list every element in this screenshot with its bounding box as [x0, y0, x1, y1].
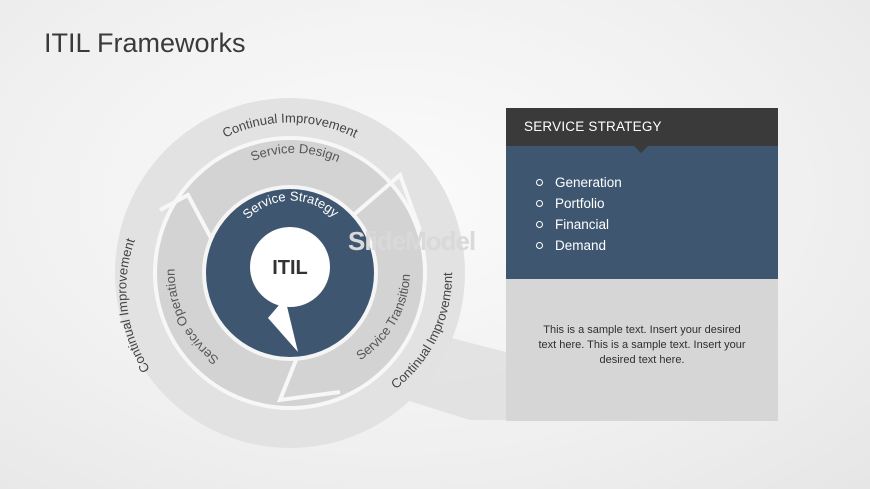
arrow-divider-top-right	[348, 171, 422, 231]
list-item-text: Generation	[555, 175, 622, 190]
arrow-divider-left	[159, 192, 214, 241]
panel-header-title: SERVICE STRATEGY	[524, 119, 662, 134]
list-item: Portfolio	[506, 193, 778, 214]
center-label: ITIL	[272, 257, 308, 279]
list-item: Demand	[506, 235, 778, 256]
watermark-logo: SlideModel	[348, 226, 476, 256]
panel-bullet-list: Generation Portfolio Financial Demand	[506, 146, 778, 279]
list-item: Generation	[506, 172, 778, 193]
info-panel: SERVICE STRATEGY Generation Portfolio Fi…	[506, 108, 778, 421]
list-item-text: Portfolio	[555, 196, 605, 211]
panel-header: SERVICE STRATEGY	[506, 108, 778, 153]
circle-bullet-icon	[536, 221, 543, 228]
inner-arrow-tip	[268, 298, 298, 352]
center-circle	[250, 227, 330, 307]
list-item-text: Financial	[555, 217, 610, 232]
circle-bullet-icon	[536, 179, 543, 186]
circle-bullet-icon	[536, 200, 543, 207]
header-pointer	[634, 146, 648, 153]
arrow-divider-bottom	[276, 349, 341, 403]
list-item: Financial	[506, 214, 778, 235]
list-item-text: Demand	[555, 238, 607, 253]
circle-bullet-icon	[536, 242, 543, 249]
panel-body-text: This is a sample text. Insert your desir…	[506, 279, 778, 421]
slide-title: ITIL Frameworks	[44, 28, 246, 58]
